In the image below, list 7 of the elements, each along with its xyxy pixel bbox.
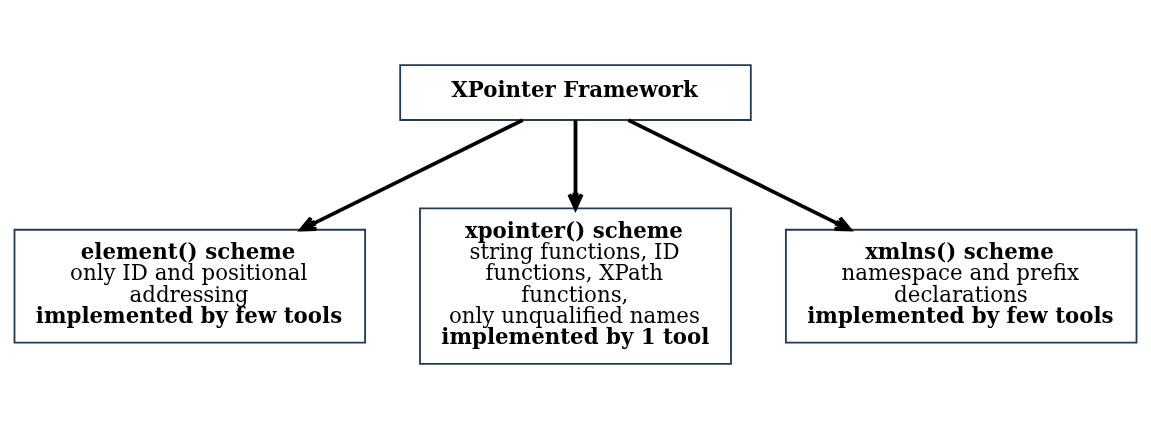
node-box: xpointer() scheme string functions, ID functions, XPath functions, only unqualified names implemented by 1 tool <box>419 207 732 365</box>
arrow <box>627 117 852 231</box>
node-box: element() scheme only ID and positional addressing implemented by few tools <box>13 228 367 343</box>
node-box: xmlns() scheme namespace and prefix declarations implemented by few tools <box>784 228 1138 343</box>
arrow <box>567 119 584 210</box>
arrow <box>299 117 524 231</box>
node-box: XPointer Framework <box>399 63 752 121</box>
